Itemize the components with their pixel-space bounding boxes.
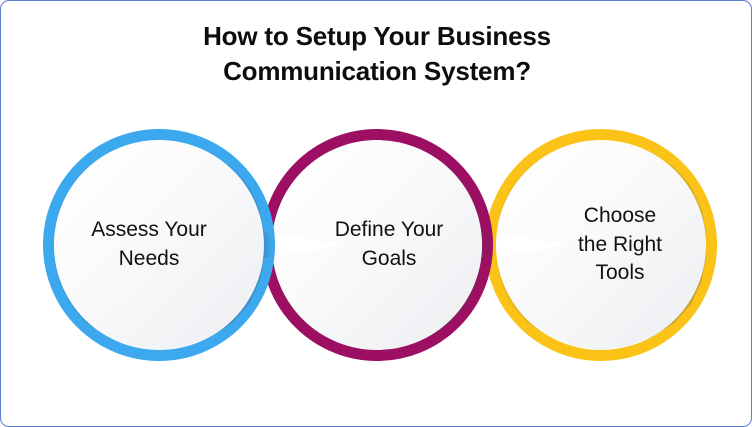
step-disc-arrow-right [54, 140, 264, 350]
page-title: How to Setup Your Business Communication… [1, 19, 751, 88]
process-step-define-your-goals[interactable]: Define Your Goals [261, 129, 493, 361]
page-title-line-1: How to Setup Your Business [203, 21, 551, 51]
step-ring-blue [43, 129, 275, 361]
process-step-choose-the-right-tools[interactable]: Choose the Right Tools [485, 129, 717, 361]
page-title-line-2: Communication System? [223, 55, 531, 86]
process-step-assess-your-needs[interactable]: Assess Your Needs [43, 129, 275, 361]
